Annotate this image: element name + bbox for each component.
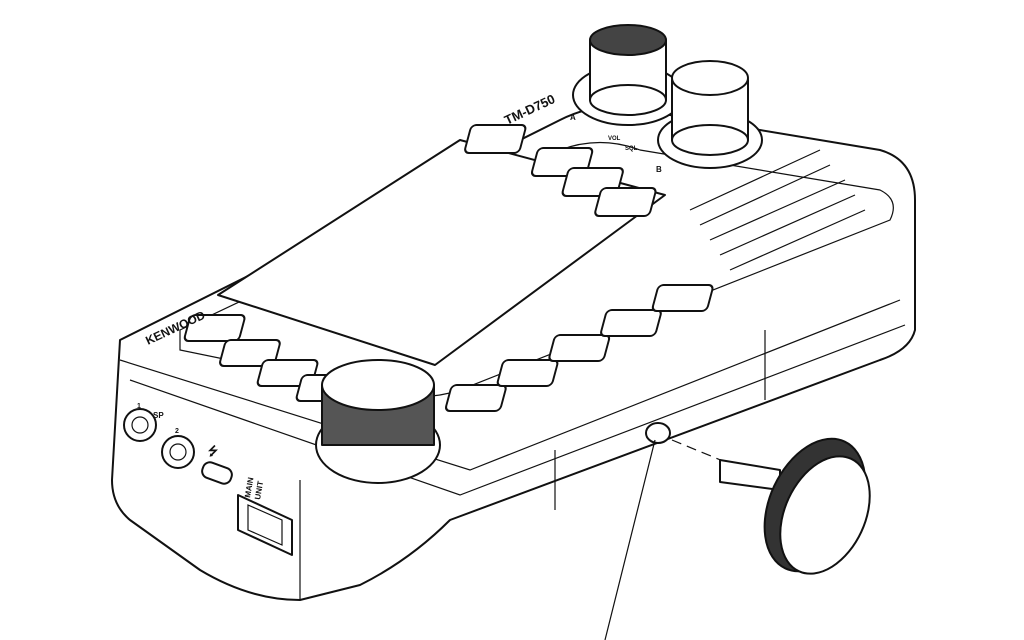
sp-jack-1[interactable]: [123, 408, 157, 442]
main-dial-knob[interactable]: [315, 359, 441, 484]
button-bottom-3[interactable]: [548, 334, 611, 362]
band-b-label: B: [656, 165, 662, 174]
display-screen: [217, 139, 666, 366]
usb-icon: ⭍: [208, 444, 218, 458]
main-unit-port[interactable]: [237, 494, 293, 556]
sp-jack-2[interactable]: [161, 435, 195, 469]
button-bottom-2[interactable]: [496, 359, 559, 387]
model-label: TM-D750: [502, 91, 557, 127]
speaker-grille: [689, 149, 866, 271]
main-unit-label-line1: MAIN: [243, 476, 255, 498]
main-unit-label-line2: UNIT: [253, 480, 265, 500]
button-bottom-4[interactable]: [600, 309, 662, 337]
mounting-hole: [645, 422, 671, 444]
button-bottom-1[interactable]: [445, 384, 507, 412]
sp-jack-2-label: 2: [175, 428, 179, 435]
band-a-label: A: [570, 113, 576, 122]
button-left-1[interactable]: [183, 314, 246, 342]
button-group: [183, 124, 714, 412]
button-a4[interactable]: [594, 187, 657, 217]
button-left-2[interactable]: [219, 339, 281, 367]
usb-port[interactable]: [200, 460, 234, 485]
screw-axis-dashed-line: [671, 439, 741, 469]
leader-line: [604, 439, 656, 640]
knob-b[interactable]: [657, 60, 763, 169]
button-a1[interactable]: [464, 124, 527, 154]
side-panel: 1 2 SP ⭍ MAIN UNIT: [123, 403, 293, 556]
knob-a[interactable]: [572, 24, 684, 126]
vol-label: VOL: [608, 136, 621, 142]
sp-label: SP: [153, 411, 164, 420]
thumb-screw[interactable]: [719, 423, 887, 589]
sql-label: SQL: [625, 146, 638, 152]
button-bottom-5[interactable]: [651, 284, 714, 312]
sp-jack-1-label: 1: [137, 403, 141, 410]
